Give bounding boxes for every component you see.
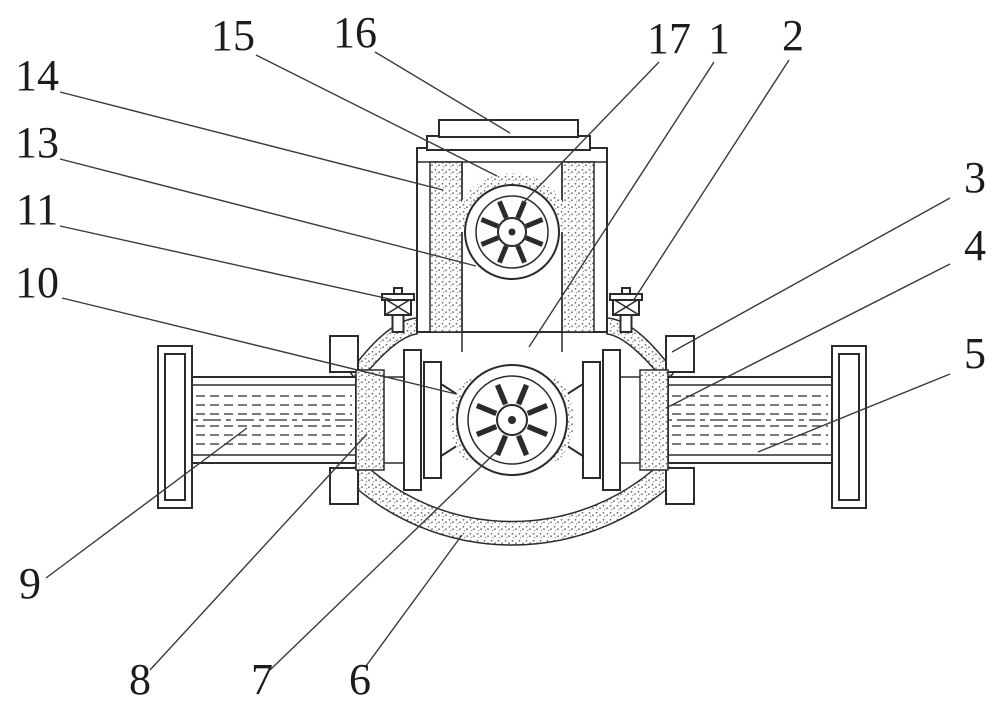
center-impeller-hub-dot <box>508 416 516 424</box>
callout-11: 11 <box>16 185 58 234</box>
leader-10 <box>61 297 457 395</box>
callouts: 15 16 17 1 2 14 13 11 10 3 4 5 9 8 7 6 <box>15 8 986 701</box>
leader-11 <box>59 225 395 301</box>
assembly-drawing <box>157 119 867 546</box>
top-impeller-ring-packing <box>453 173 571 232</box>
housing-right-lining <box>561 161 595 333</box>
leader-2 <box>632 59 790 302</box>
leader-9 <box>45 427 248 579</box>
leader-13 <box>59 158 477 267</box>
leader-7 <box>269 451 497 671</box>
housing-left-lining <box>429 161 463 333</box>
left-pipe-segment <box>384 376 404 464</box>
top-cap <box>426 119 591 151</box>
top-impeller-hub-dot <box>508 228 516 236</box>
right-seal-column <box>639 369 669 471</box>
callout-7: 7 <box>251 655 273 701</box>
callout-5: 5 <box>964 329 986 378</box>
right-shoulder-bolt <box>609 287 643 333</box>
center-impeller <box>456 364 568 476</box>
callout-2: 2 <box>782 11 804 60</box>
top-impeller <box>464 184 560 280</box>
left-seal-column <box>355 369 385 471</box>
leader-1 <box>528 61 715 348</box>
callout-4: 4 <box>964 221 986 270</box>
leader-16 <box>374 51 511 134</box>
leader-4 <box>665 263 951 409</box>
leader-14 <box>59 91 444 191</box>
left-pipe <box>170 376 380 464</box>
leader-5 <box>757 373 951 453</box>
leader-lines <box>45 51 951 671</box>
leader-6 <box>365 534 463 667</box>
callout-3: 3 <box>964 153 986 202</box>
callout-14: 14 <box>15 51 59 100</box>
callout-13: 13 <box>15 118 59 167</box>
callout-8: 8 <box>129 655 151 701</box>
left-flange-plate-inner <box>423 361 442 479</box>
right-flange-plate-inner <box>582 361 601 479</box>
right-flange-plate-outer <box>602 349 621 491</box>
left-bottom-tab <box>329 467 359 505</box>
leader-8 <box>149 433 368 671</box>
right-end-flange <box>831 345 867 509</box>
right-pipe <box>644 376 854 464</box>
leader-17 <box>522 61 660 204</box>
right-pipe-segment <box>620 376 640 464</box>
callout-6: 6 <box>349 655 371 701</box>
callout-1: 1 <box>708 14 730 63</box>
right-bottom-tab <box>665 467 695 505</box>
leader-3 <box>671 197 951 353</box>
callout-17: 17 <box>647 14 691 63</box>
left-flange-plate-outer <box>403 349 422 491</box>
callout-16: 16 <box>333 8 377 57</box>
callout-15: 15 <box>211 11 255 60</box>
leader-15 <box>255 54 498 177</box>
left-end-flange <box>157 345 193 509</box>
callout-9: 9 <box>19 559 41 608</box>
callout-10: 10 <box>15 258 59 307</box>
